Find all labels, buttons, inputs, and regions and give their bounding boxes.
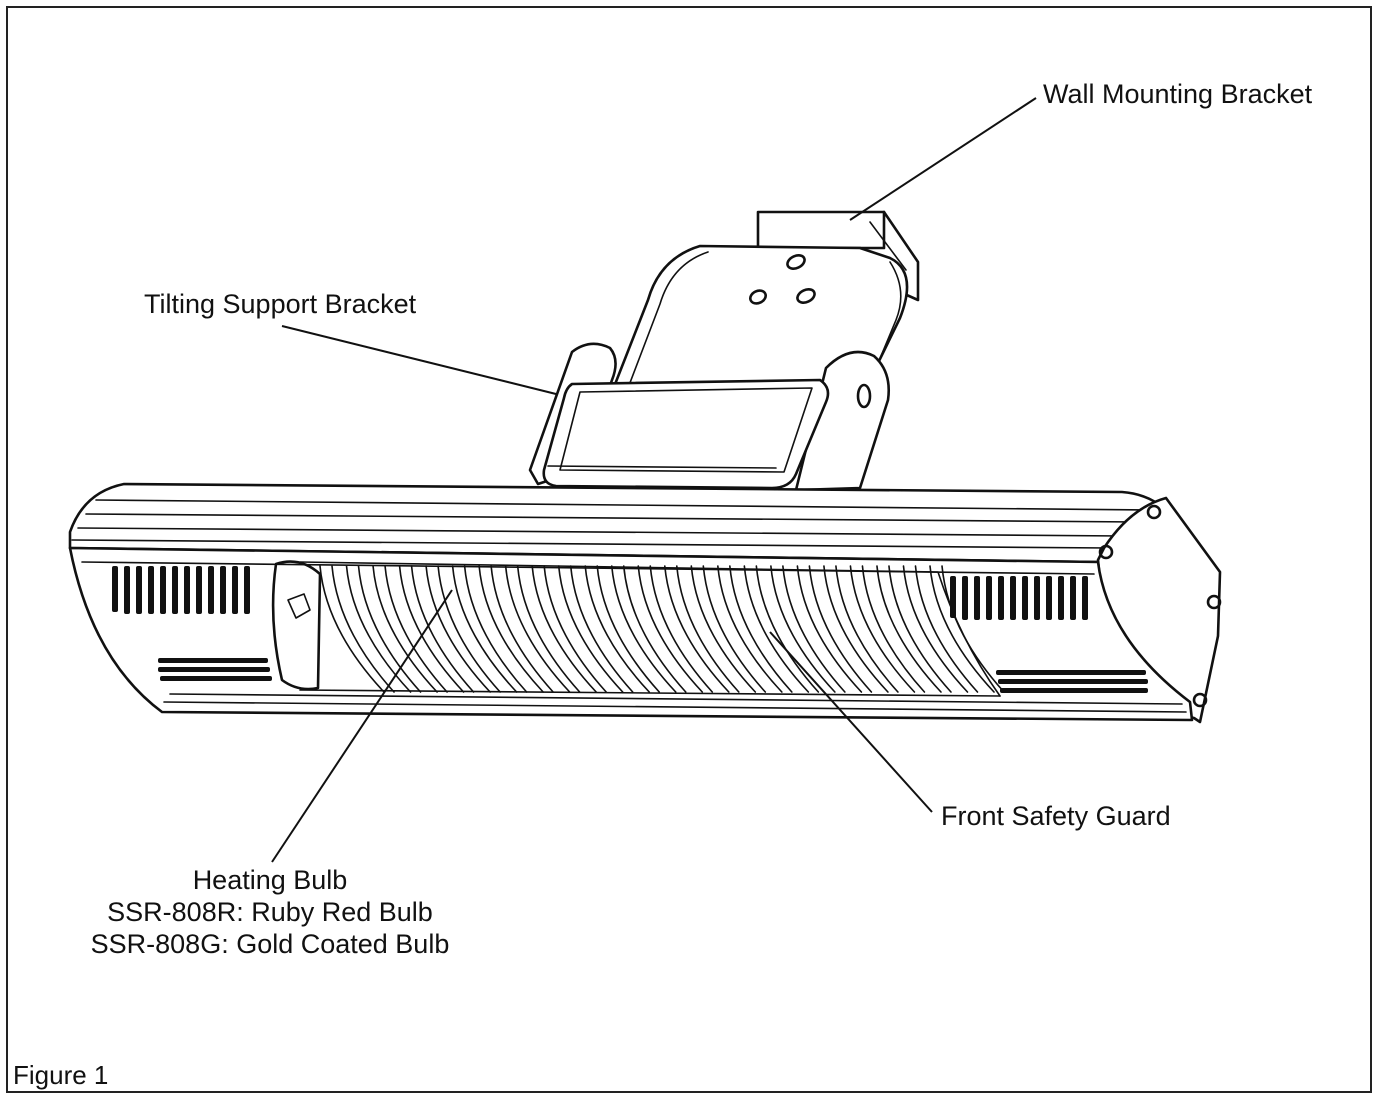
label-bulb-gold: SSR-808G: Gold Coated Bulb bbox=[90, 929, 450, 959]
guard-wire bbox=[690, 565, 767, 693]
guard-wire bbox=[902, 565, 979, 693]
guard-wire bbox=[372, 565, 448, 693]
guard-wire bbox=[478, 565, 554, 693]
label-heating-bulb: Heating Bulb bbox=[192, 865, 348, 895]
label-wall-mounting-bracket: Wall Mounting Bracket bbox=[1043, 79, 1313, 109]
guard-wire bbox=[319, 565, 395, 693]
guard-wire bbox=[637, 565, 714, 693]
leader-front-guard bbox=[769, 631, 933, 813]
guard-wire bbox=[610, 565, 687, 693]
figure-caption: Figure 1 bbox=[13, 1060, 109, 1090]
guard-wire bbox=[770, 565, 846, 693]
guard-wire bbox=[876, 565, 952, 693]
guard-wire bbox=[743, 565, 820, 693]
guard-wire bbox=[451, 565, 528, 693]
leader-heating-bulb bbox=[271, 589, 453, 863]
guard-wire bbox=[663, 565, 740, 693]
guard-wire bbox=[717, 565, 793, 693]
guard-wire bbox=[398, 565, 475, 693]
guard-wire bbox=[531, 565, 607, 693]
guard-wire bbox=[849, 565, 926, 693]
label-front-safety-guard: Front Safety Guard bbox=[941, 801, 1171, 831]
wall-mounting-bracket bbox=[756, 210, 920, 302]
leader-wall-mounting bbox=[849, 97, 1037, 221]
label-tilting-support-bracket: Tilting Support Bracket bbox=[144, 289, 417, 319]
left-vent bbox=[112, 566, 272, 681]
guard-wire bbox=[584, 565, 661, 693]
guard-wire bbox=[823, 565, 899, 693]
guard-wire bbox=[557, 565, 634, 693]
front-safety-guard bbox=[319, 565, 1005, 693]
guard-wire bbox=[796, 565, 873, 693]
guard-wire bbox=[425, 565, 501, 693]
tilting-support-bracket bbox=[528, 244, 909, 492]
label-heating-bulb-group: Heating Bulb SSR-808R: Ruby Red Bulb SSR… bbox=[60, 864, 480, 960]
leader-tilting-support bbox=[281, 325, 557, 395]
guard-wire bbox=[345, 565, 422, 693]
heater-body bbox=[68, 482, 1222, 724]
guard-wire bbox=[504, 565, 581, 693]
label-bulb-red: SSR-808R: Ruby Red Bulb bbox=[107, 897, 433, 927]
